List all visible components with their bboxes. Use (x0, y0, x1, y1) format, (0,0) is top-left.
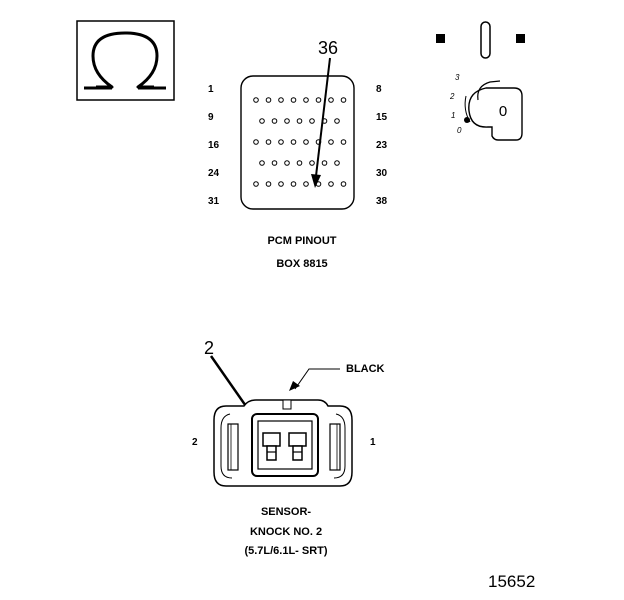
ohm-symbol (76, 20, 175, 101)
pcm-pin-10 (271, 118, 278, 124)
pcm-pin-9 (259, 118, 265, 124)
pcm-pin-label-left-5: 31 (208, 196, 220, 207)
connector-title-line2: KNOCK NO. 2 (250, 526, 322, 538)
pcm-pin-26 (284, 160, 290, 166)
pcm-pin-label-right-1: 8 (376, 84, 382, 95)
pcm-pin-label-left-3: 16 (208, 140, 220, 151)
pcm-pin-27 (296, 160, 303, 166)
key-slot (480, 21, 491, 59)
switch-position-1: 1 (451, 111, 455, 120)
pcm-pin-2 (265, 97, 272, 103)
pcm-pin-22 (328, 139, 334, 145)
pcm-pin-11 (284, 118, 290, 124)
pcm-pin-25 (271, 160, 278, 166)
color-leader-line (289, 368, 340, 391)
pcm-pin-23 (340, 139, 347, 145)
pcm-pin-15 (334, 118, 340, 124)
pcm-pin-label-left-4: 24 (208, 168, 220, 179)
pcm-pin-33 (278, 181, 284, 187)
ignition-switch: 0 3 2 1 0 (436, 21, 525, 141)
pcm-title-line1: PCM PINOUT (267, 235, 336, 247)
pcm-pin-28 (309, 160, 315, 166)
pcm-pinout-diagram: 36 1 9 16 24 31 8 15 23 30 38 PCM PINOUT… (208, 38, 388, 270)
pcm-pin-37 (328, 181, 334, 187)
pcm-pin-7 (328, 97, 334, 103)
pcm-pin-1 (253, 97, 259, 103)
connector-pin-label-left: 2 (192, 437, 198, 448)
pcm-pin-5 (303, 97, 309, 103)
connector-color-label: BLACK (346, 363, 385, 375)
pcm-pin-19 (290, 139, 297, 145)
pcm-pin-8 (340, 97, 347, 103)
connector-callout-number: 2 (204, 338, 214, 358)
pcm-pin-24 (259, 160, 265, 166)
pcm-pin-6 (315, 97, 322, 103)
pcm-pin-label-left-2: 9 (208, 112, 214, 123)
pcm-pin-3 (278, 97, 284, 103)
pcm-pin-34 (290, 181, 297, 187)
pcm-pin-30 (334, 160, 340, 166)
pcm-pin-label-left-1: 1 (208, 84, 214, 95)
switch-marker-left (436, 34, 445, 43)
switch-marker-right (516, 34, 525, 43)
switch-position-0: 0 (457, 126, 462, 135)
right-latch (329, 423, 341, 471)
pcm-pin-label-right-3: 23 (376, 140, 388, 151)
knob-label: 0 (499, 103, 507, 120)
terminal-pin-2 (262, 432, 281, 461)
pcm-pin-4 (290, 97, 297, 103)
pcm-pin-29 (321, 160, 328, 166)
switch-position-2: 2 (449, 92, 455, 101)
pcm-callout-number: 36 (318, 38, 338, 58)
pcm-connector-body (240, 75, 355, 210)
connector-title-line3: (5.7L/6.1L- SRT) (244, 545, 327, 557)
pcm-callout-arrow (311, 57, 331, 188)
pcm-pin-12 (296, 118, 303, 124)
pcm-pin-16 (253, 139, 259, 145)
terminal-pin-1 (288, 432, 307, 461)
pcm-pin-grid (253, 97, 347, 187)
connector-title-line1: SENSOR- (261, 506, 311, 518)
pcm-pin-38 (340, 181, 347, 187)
pcm-pin-31 (253, 181, 259, 187)
pcm-pin-label-right-5: 38 (376, 196, 388, 207)
ohm-icon (84, 31, 166, 90)
pcm-pin-35 (303, 181, 309, 187)
pcm-pin-label-right-2: 15 (376, 112, 388, 123)
pcm-pin-17 (265, 139, 272, 145)
pcm-title-line2: BOX 8815 (276, 258, 327, 270)
figure-number: 15652 (488, 572, 535, 591)
switch-position-3: 3 (455, 73, 460, 82)
left-latch (227, 423, 239, 471)
pcm-pin-20 (303, 139, 309, 145)
pcm-pin-32 (265, 181, 272, 187)
pcm-pin-13 (309, 118, 315, 124)
knock-sensor-connector: 2 BLACK 2 (192, 338, 385, 557)
pcm-pin-label-right-4: 30 (376, 168, 388, 179)
ignition-switch-icon (464, 80, 523, 141)
pcm-pin-18 (278, 139, 284, 145)
connector-pin-label-right: 1 (370, 437, 376, 448)
